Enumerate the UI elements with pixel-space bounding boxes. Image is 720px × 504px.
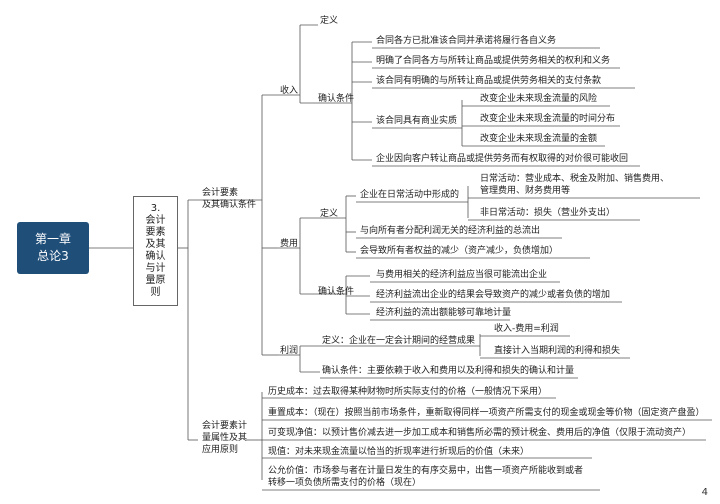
measure-historical-cost: 历史成本：过去取得某种财物时所实际支付的价格（一般情况下采用） xyxy=(268,387,548,397)
expense-nondaily: 非日常活动：损失（营业外支出） xyxy=(480,208,616,218)
income-condition-5: 企业因向客户转让商品或提供劳务而有权取得的对价很可能收回 xyxy=(376,154,629,164)
measure-net-realizable: 可变现净值：以预计售价减去进一步加工成本和销售所必需的预计税金、费用后的净值（仅… xyxy=(268,428,692,438)
expense-condition-2: 经济利益流出企业的结果会导致资产的减少或者负债的增加 xyxy=(376,290,611,300)
measure-replacement-cost: 重置成本：（现在）按照当前市场条件，重新取得同样一项资产所需支付的现金或现金等价… xyxy=(268,408,705,418)
expense-def-item-2: 与向所有者分配利润无关的经济利益的总流出 xyxy=(360,226,541,236)
expense-label: 费用 xyxy=(280,239,299,249)
expense-def-item-3: 会导致所有者权益的减少（资产减少，负债增加） xyxy=(360,246,559,256)
substance-item-3: 改变企业未来现金流量的金额 xyxy=(480,134,598,144)
expense-def-item-1: 企业在日常活动中形成的 xyxy=(360,190,460,200)
income-condition-1: 合同各方已批准该合同并承诺将履行各自义务 xyxy=(376,36,557,46)
root-label: 第一章 总论3 xyxy=(34,232,71,263)
measure-present-value: 现值：对未来现金流量以恰当的折现率进行折现后的价值（未来） xyxy=(268,447,530,457)
expense-condition-3: 经济利益的流出额能够可靠地计量 xyxy=(376,308,512,318)
substance-item-2: 改变企业未来现金流量的时间分布 xyxy=(480,114,616,124)
profit-def-item-1: 收入-费用=利润 xyxy=(494,324,559,334)
branch-measurement-label: 会计要素计 量属性及其 应用原则 xyxy=(202,421,248,455)
income-condition-3: 该合同有明确的与所转让商品或提供劳务相关的支付条款 xyxy=(376,76,602,86)
profit-label: 利润 xyxy=(280,346,299,356)
expense-condition-1: 与费用相关的经济利益应当很可能流出企业 xyxy=(376,270,548,280)
substance-item-1: 改变企业未来现金流量的风险 xyxy=(480,94,598,104)
income-label: 收入 xyxy=(280,86,299,96)
measure-fair-value: 公允价值：市场参与者在计量日发生的有序交易中，出售一项资产所能收到或者 转移一项… xyxy=(268,466,584,488)
branch-elements-label: 会计要素 及其确认条件 xyxy=(202,188,257,210)
income-def-label: 定义 xyxy=(320,16,339,26)
expense-daily: 日常活动：营业成本、税金及附加、销售费用、 管理费用、财务费用等 xyxy=(480,174,670,196)
page-number: 4 xyxy=(701,487,708,498)
section-label: 3. 会计 要素 及其 确认 与计 量原 则 xyxy=(145,203,166,298)
income-conditions-label: 确认条件 xyxy=(318,94,355,104)
section-node: 3. 会计 要素 及其 确认 与计 量原 则 xyxy=(133,196,178,306)
expense-def-label: 定义 xyxy=(320,209,339,219)
income-condition-4: 该合同具有商业实质 xyxy=(376,116,458,126)
profit-conditions: 确认条件：主要依赖于收入和费用以及利得和损失的确认和计量 xyxy=(322,366,575,376)
profit-definition: 定义：企业在一定会计期间的经营成果 xyxy=(322,336,476,346)
expense-conditions-label: 确认条件 xyxy=(318,287,355,297)
income-condition-2: 明确了合同各方与所转让商品或提供劳务相关的权利和义务 xyxy=(376,56,611,66)
profit-def-item-2: 直接计入当期利润的利得和损失 xyxy=(494,346,621,356)
root-node: 第一章 总论3 xyxy=(17,222,89,274)
